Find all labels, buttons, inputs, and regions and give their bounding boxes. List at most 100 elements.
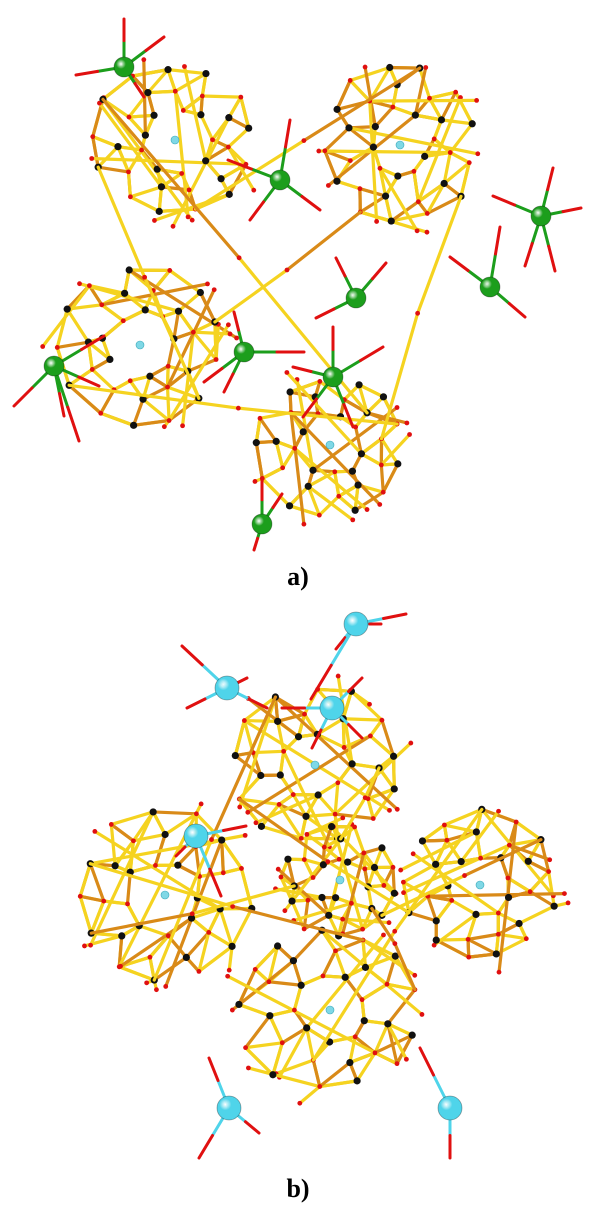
bond: [339, 796, 367, 841]
bond: [357, 383, 386, 399]
oxygen-bond: [309, 663, 333, 701]
central-small-atom: [170, 135, 180, 145]
oxygen-atom: [234, 335, 240, 341]
oxygen-atom: [186, 187, 192, 193]
bond: [88, 862, 235, 909]
bond: [277, 802, 308, 818]
oxygen-bond: [247, 697, 269, 710]
oxygen-bond: [347, 723, 364, 740]
bond: [246, 696, 301, 739]
bond: [391, 105, 417, 117]
bond: [99, 388, 116, 415]
oxygen-atom: [407, 432, 412, 437]
bond: [167, 323, 230, 423]
bond: [146, 68, 170, 95]
oxygen-atom: [209, 837, 214, 842]
bond: [327, 1035, 357, 1044]
oxygen-atom: [40, 344, 46, 349]
bond: [335, 107, 351, 130]
oxygen-atom: [89, 156, 95, 161]
oxygen-atom: [252, 479, 258, 484]
bond: [299, 974, 325, 987]
bond: [96, 165, 131, 174]
bond: [316, 781, 340, 797]
oxygen-atom: [336, 493, 342, 499]
polyhedron-center-atom: [269, 1071, 277, 1079]
oxygen-atom: [54, 345, 60, 350]
oxygen-atom: [225, 973, 231, 979]
oxygen-atom: [316, 148, 322, 154]
oxygen-bond: [561, 206, 583, 214]
polyhedron-center-atom: [432, 860, 440, 868]
polyhedron-center-atom: [371, 123, 379, 131]
bond: [239, 95, 251, 130]
bond: [386, 1022, 408, 1061]
bond: [466, 937, 498, 956]
polyhedron-center-atom: [391, 952, 399, 960]
bond: [148, 955, 156, 982]
bond: [87, 284, 104, 307]
oxygen-atom: [381, 883, 387, 888]
polyhedron-center-atom: [302, 812, 310, 820]
oxygen-atom: [310, 875, 316, 880]
bond: [341, 717, 346, 750]
bond: [176, 290, 202, 313]
polyhedron-center-atom: [355, 381, 363, 389]
bond: [474, 830, 483, 860]
polyhedron-center-atom: [468, 120, 476, 128]
oxygen-bond: [226, 158, 253, 171]
oxygen-atom: [374, 219, 380, 224]
bond: [165, 369, 190, 389]
oxygen-atom: [205, 281, 210, 287]
oxygen-atom: [170, 223, 176, 229]
bond: [127, 115, 147, 137]
bond: [378, 166, 419, 233]
bond: [91, 135, 100, 169]
bond: [253, 944, 280, 971]
oxygen-atom: [390, 864, 396, 870]
bond: [306, 484, 321, 517]
polyhedron-center-atom: [351, 506, 359, 514]
oxygen-atom: [340, 916, 346, 922]
bond: [237, 797, 281, 807]
bond: [200, 94, 243, 99]
bond: [189, 907, 222, 920]
bond: [427, 90, 458, 100]
oxygen-atom: [301, 521, 307, 527]
oxygen-atom: [291, 1007, 297, 1013]
polyhedron-center-atom: [118, 932, 126, 940]
oxygen-atom: [229, 1007, 235, 1013]
bond: [213, 268, 289, 324]
oxygen-atom: [381, 932, 386, 938]
bond: [442, 823, 478, 834]
bond: [359, 437, 384, 456]
oxygen-atom: [408, 740, 414, 746]
bond: [442, 807, 484, 827]
bond: [411, 852, 500, 915]
bond: [401, 843, 511, 895]
oxygen-atom: [359, 997, 365, 1003]
central-small-atom: [335, 875, 345, 885]
bond: [239, 866, 254, 911]
central-small-atom: [475, 880, 485, 890]
polyhedron-center-atom: [149, 808, 157, 816]
oxygen-atom: [182, 64, 187, 69]
oxygen-atom: [412, 972, 418, 978]
bond: [254, 441, 264, 481]
oxygen-atom: [281, 748, 287, 754]
central-small-atom: [135, 340, 145, 350]
bond: [278, 749, 286, 777]
bond: [459, 809, 501, 864]
oxygen-atom: [505, 875, 511, 881]
bond: [253, 967, 271, 984]
bond: [360, 982, 389, 1002]
bond: [439, 118, 474, 126]
polyhedron-center-atom: [348, 760, 356, 768]
polyhedron-center-atom: [257, 822, 266, 830]
bond: [141, 397, 171, 423]
polyhedron-center-atom: [111, 862, 119, 870]
bond: [287, 484, 310, 508]
bond: [321, 949, 338, 978]
oxygen-atom: [279, 1040, 285, 1046]
